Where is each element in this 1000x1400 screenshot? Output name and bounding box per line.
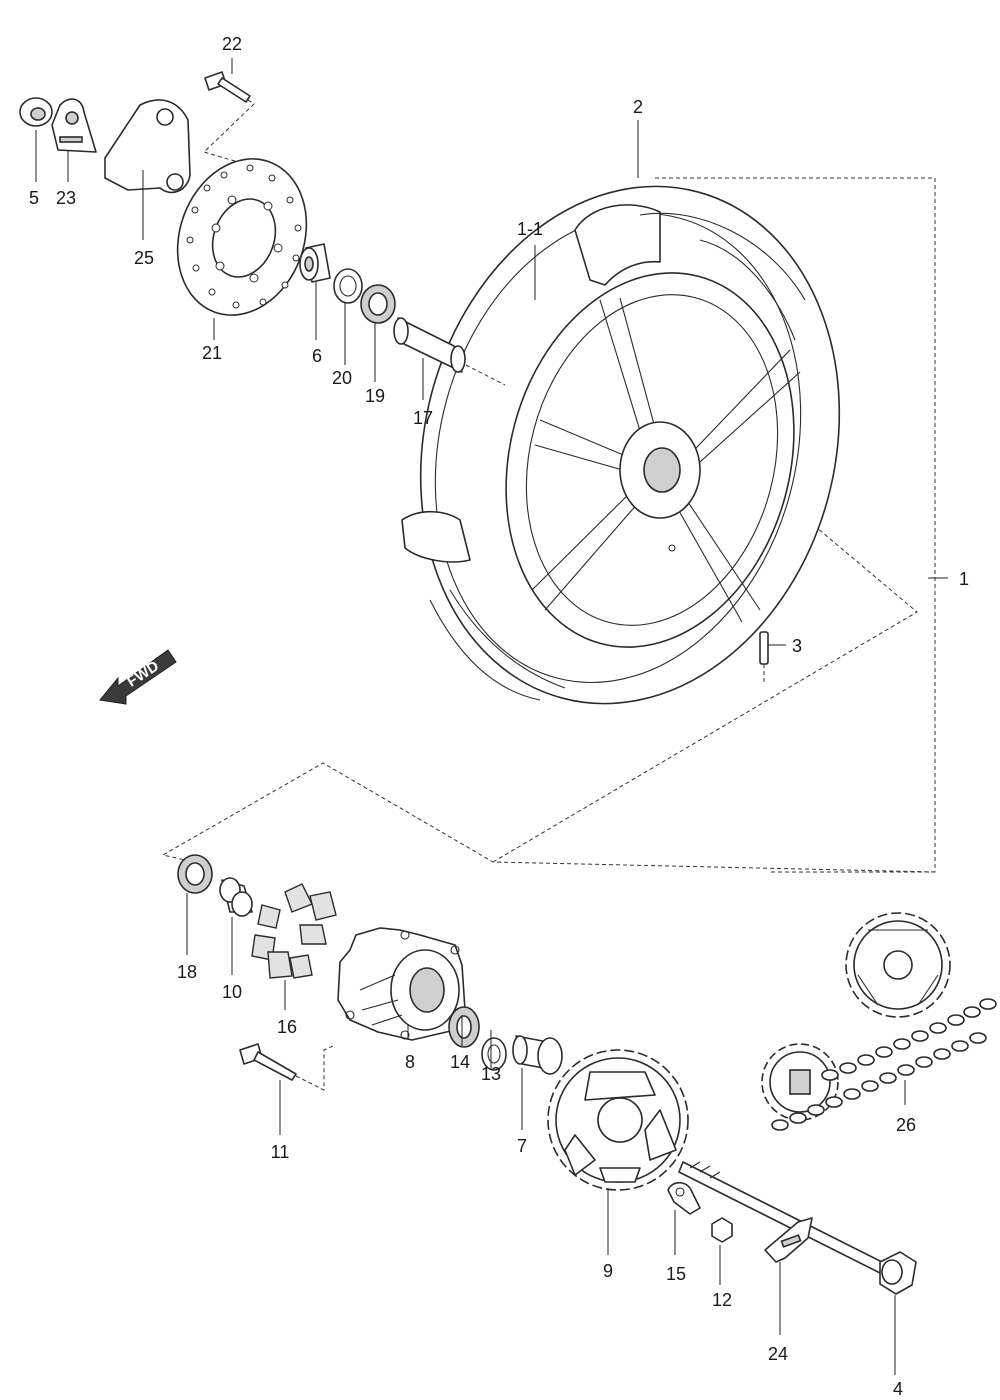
bearing-hub — [448, 1006, 480, 1048]
chain-set — [761, 912, 997, 1131]
callout-26: 26 — [896, 1115, 916, 1135]
callout-23: 23 — [56, 188, 76, 208]
callout-25: 25 — [134, 248, 154, 268]
caliper-nut — [19, 97, 53, 127]
callout-1: 1 — [959, 569, 969, 589]
forward-arrow: FWD — [99, 649, 177, 705]
bracket-plate — [51, 98, 97, 153]
callout-4: 4 — [893, 1379, 903, 1399]
callout-10: 10 — [222, 982, 242, 1002]
callout-13: 13 — [481, 1064, 501, 1084]
callout-6: 6 — [312, 346, 322, 366]
collar — [299, 243, 331, 283]
rear-wheel-assembly — [401, 185, 841, 705]
damper-collar — [219, 877, 253, 917]
callout-7: 7 — [517, 1136, 527, 1156]
callout-15: 15 — [666, 1264, 686, 1284]
brake-disc — [176, 158, 308, 316]
callout-labels: 1 1-1 2 3 4 5 6 7 8 9 10 11 12 13 14 15 … — [29, 34, 969, 1399]
callout-19: 19 — [365, 386, 385, 406]
sprocket-hub — [337, 927, 466, 1041]
bearing-lower — [177, 854, 213, 894]
hub-spacer — [393, 317, 506, 386]
dust-seal — [333, 268, 363, 304]
callout-20: 20 — [332, 368, 352, 388]
assembly-bracket — [161, 177, 936, 873]
rear-axle — [678, 1161, 917, 1295]
tire-valve — [759, 631, 769, 682]
callout-8: 8 — [405, 1052, 415, 1072]
disc-bolt — [203, 71, 255, 163]
callout-11: 11 — [271, 1142, 290, 1162]
hub-seal — [481, 1037, 507, 1071]
callout-24: 24 — [768, 1344, 788, 1364]
sprocket-bolt — [239, 1043, 336, 1091]
adjuster-plate — [667, 1181, 701, 1215]
axle-plate — [764, 1217, 813, 1263]
callout-14: 14 — [450, 1052, 470, 1072]
leader-lines — [35, 58, 948, 1375]
callout-18: 18 — [177, 962, 197, 982]
callout-12: 12 — [712, 1290, 732, 1310]
callout-17: 17 — [413, 408, 433, 428]
callout-9: 9 — [603, 1261, 613, 1281]
callout-5: 5 — [29, 188, 39, 208]
callout-16: 16 — [277, 1017, 297, 1037]
callout-1-1: 1-1 — [517, 219, 543, 239]
callout-2: 2 — [633, 97, 643, 117]
sprocket-collar — [512, 1035, 563, 1075]
caliper-bracket — [104, 99, 191, 194]
adjuster-nut — [711, 1217, 733, 1243]
callout-22: 22 — [222, 34, 242, 54]
bearing-upper — [360, 284, 396, 324]
callout-3: 3 — [792, 636, 802, 656]
driven-sprocket — [547, 1049, 689, 1191]
callout-21: 21 — [202, 343, 222, 363]
damper-rubbers — [251, 883, 337, 979]
